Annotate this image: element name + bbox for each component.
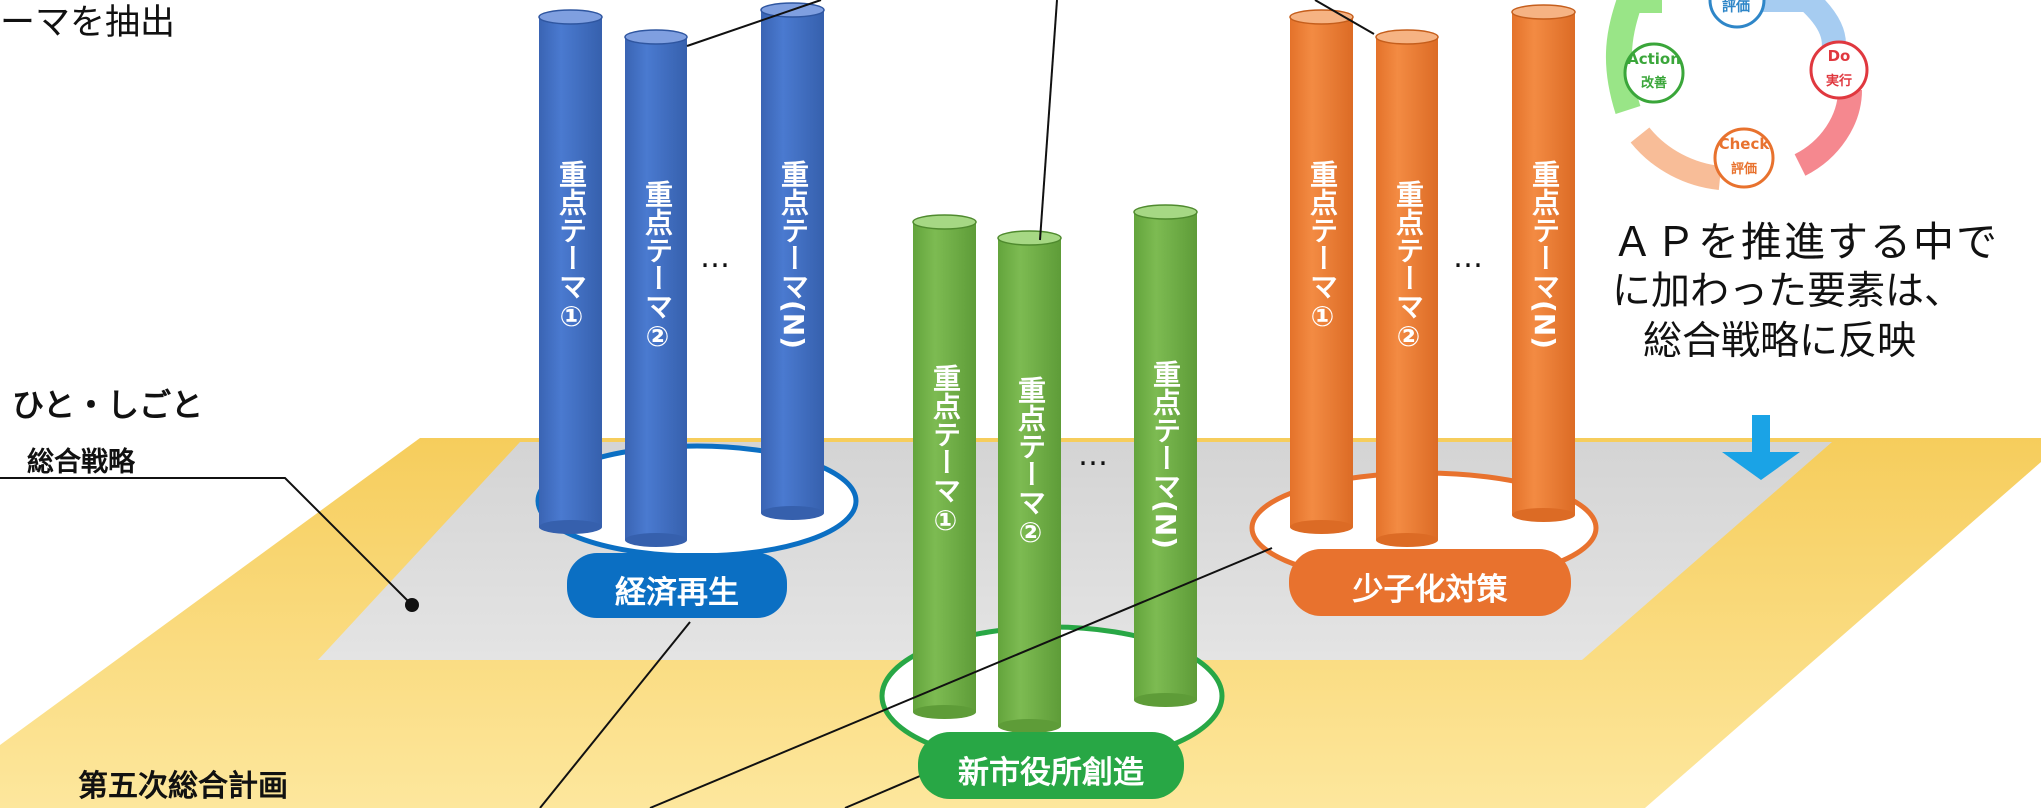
badge-birthrate	[1289, 549, 1571, 616]
badge-economy-label: 経済再生	[615, 575, 739, 611]
reflect-text-line2: に加わった要素は、	[1612, 269, 1964, 314]
reflect-text-line3: 総合戦略に反映	[1643, 319, 1917, 364]
column-economy-n	[760, 2, 825, 520]
column-cityhall-1	[912, 214, 977, 719]
pdca-check-jp: 評価	[1730, 162, 1757, 177]
connector-dot	[405, 598, 419, 612]
column-cityhall-2-label: 重点テーマ②	[1014, 376, 1047, 549]
pdca-cycle	[1605, 0, 1869, 190]
connector-lines	[0, 0, 1375, 808]
column-cityhall-1-label: 重点テーマ①	[929, 364, 962, 537]
ellipsis-economy: …	[700, 240, 730, 275]
column-birthrate-n	[1511, 4, 1576, 522]
badge-economy	[567, 553, 787, 618]
pdca-do-jp: 実行	[1825, 74, 1852, 89]
reflect-text-line1: ＡＰを推進する中で	[1612, 218, 1999, 266]
column-birthrate-1-label: 重点テーマ①	[1306, 160, 1339, 333]
pdca-top-circle	[1708, 0, 1766, 29]
arrow-down-icon	[1722, 415, 1800, 480]
column-economy-2	[624, 29, 688, 547]
column-birthrate-2	[1375, 29, 1439, 547]
column-cityhall-n-label: 重点テーマ(N)	[1149, 360, 1182, 550]
badge-cityhall-label: 新市役所創造	[958, 755, 1144, 791]
column-economy-n-label: 重点テーマ(N)	[777, 160, 810, 350]
master-plan-label: 第五次総合計画	[78, 769, 288, 804]
pdca-action-en: Action	[1627, 50, 1681, 68]
column-cityhall-n	[1133, 204, 1198, 707]
pdca-do-en: Do	[1827, 47, 1851, 65]
column-cityhall-2	[997, 230, 1062, 733]
badge-cityhall	[918, 732, 1184, 799]
column-economy-1	[538, 9, 603, 534]
ellipsis-cityhall: …	[1078, 438, 1108, 473]
column-economy-2-label: 重点テーマ②	[641, 180, 674, 353]
pdca-top-label: 評価	[1722, 0, 1750, 15]
pdca-check-circle	[1713, 127, 1775, 189]
pdca-do-circle	[1809, 40, 1869, 100]
pdca-check-en: Check	[1718, 135, 1770, 153]
column-birthrate-n-label: 重点テーマ(N)	[1528, 160, 1561, 350]
pdca-action-circle	[1623, 42, 1685, 104]
hito-shigoto-subtitle: 総合戦略	[27, 447, 135, 478]
pdca-action-jp: 改善	[1640, 76, 1667, 91]
hito-shigoto-title: ひと・しごと	[12, 386, 204, 424]
column-birthrate-2-label: 重点テーマ②	[1392, 180, 1425, 353]
badge-birthrate-label: 少子化対策	[1352, 572, 1508, 608]
top-left-text: ーマを抽出	[0, 3, 176, 43]
column-economy-1-label: 重点テーマ①	[555, 160, 588, 333]
column-birthrate-1	[1289, 9, 1354, 534]
ellipsis-birthrate: …	[1453, 240, 1483, 275]
